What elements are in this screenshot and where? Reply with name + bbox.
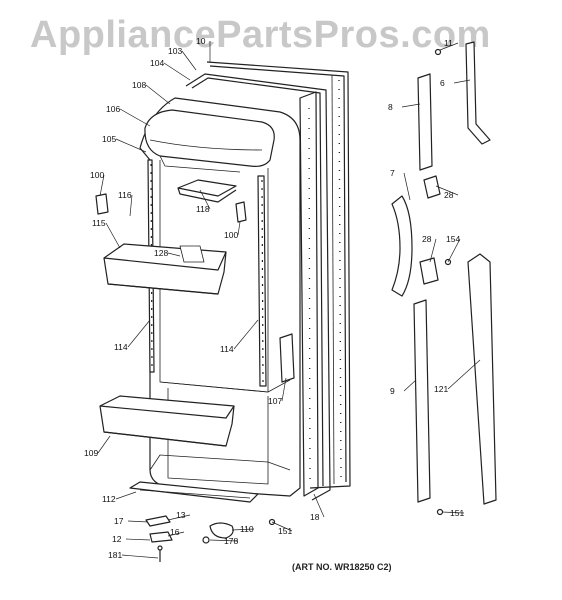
upper-door-bin: [103, 243, 227, 295]
callout-label: 11: [444, 38, 453, 48]
screws: [434, 48, 452, 516]
leader-line: [145, 84, 171, 105]
leader-line: [125, 538, 151, 541]
callout-label: 8: [388, 102, 393, 112]
callout-label: 28: [444, 190, 454, 200]
leader-line: [115, 138, 147, 153]
callout-label: 103: [168, 46, 182, 56]
leader-line: [435, 185, 459, 196]
callout-label: 105: [102, 134, 116, 144]
leader-line: [167, 531, 185, 537]
callout-label: 12: [112, 534, 122, 544]
shelf-brackets: [95, 193, 247, 223]
door-handle: [391, 195, 413, 297]
callout-label: 7: [390, 168, 395, 178]
leader-line: [403, 172, 411, 201]
leader-line: [167, 252, 181, 257]
handle-trim-upper: [417, 73, 433, 171]
leader-line: [237, 221, 241, 236]
callout-label: 178: [224, 536, 238, 546]
leader-line: [439, 42, 459, 51]
art-number: (ART NO. WR18250 C2): [292, 562, 392, 572]
leader-line: [163, 62, 191, 81]
callout-label: 118: [196, 204, 210, 214]
bottom-trim: [129, 481, 259, 503]
callout-label: 16: [170, 527, 180, 537]
callout-label: 13: [176, 510, 186, 520]
leader-line: [115, 491, 137, 500]
top-cover: [144, 109, 275, 173]
leader-line: [99, 174, 105, 197]
leader-line: [167, 514, 191, 521]
callout-label: 17: [114, 516, 124, 526]
leader-line: [271, 521, 293, 532]
handle-bracket-28-upper: [423, 175, 441, 199]
leader-lines: [97, 41, 481, 559]
callout-label: 116: [118, 190, 132, 200]
callout-label: 151: [450, 508, 464, 518]
leader-line: [119, 108, 151, 127]
leader-line: [129, 194, 133, 217]
callout-label: 110: [240, 524, 254, 534]
callout-label: 106: [106, 104, 120, 114]
leader-line: [105, 222, 121, 249]
callout-label: 181: [108, 550, 122, 560]
leader-line: [181, 50, 197, 71]
leader-line: [441, 511, 465, 514]
leader-line: [231, 528, 255, 531]
callout-label: 114: [114, 342, 128, 352]
callout-label: 18: [310, 512, 320, 522]
leader-line: [401, 103, 421, 108]
callout-label: 28: [422, 234, 432, 244]
watermark: AppliancePartsPros.com: [30, 14, 491, 56]
leader-line: [447, 238, 461, 263]
handle-bracket-28-lower: [419, 257, 439, 285]
leader-line: [429, 238, 437, 263]
callout-label: 107: [268, 396, 282, 406]
small-hardware: [145, 515, 276, 562]
leader-line: [313, 493, 325, 518]
callout-label: 100: [224, 230, 238, 240]
callout-label: 100: [90, 170, 104, 180]
callout-label: 6: [440, 78, 445, 88]
callout-label: 121: [434, 384, 448, 394]
callout-label: 9: [390, 386, 395, 396]
leader-line: [97, 435, 111, 454]
callout-label: 128: [154, 248, 168, 258]
leader-line: [127, 319, 151, 348]
door-gasket: [185, 73, 331, 501]
callout-label: 109: [84, 448, 98, 458]
lower-door-bin: [99, 395, 235, 447]
leader-line: [233, 319, 259, 350]
hinge-cover: [279, 333, 295, 383]
handle-trim-lower: [413, 299, 431, 503]
shelf-rails: [147, 159, 267, 387]
leader-line: [447, 359, 481, 390]
small-shelf: [177, 179, 237, 203]
leader-line: [453, 79, 471, 84]
leader-line: [127, 520, 149, 523]
handle-strip-121: [467, 253, 497, 505]
callout-label: 115: [92, 218, 106, 228]
leader-line: [403, 379, 417, 392]
handle-strip-6: [465, 41, 491, 145]
callout-label: 154: [446, 234, 460, 244]
leader-line: [209, 539, 239, 542]
callout-label: 108: [132, 80, 146, 90]
callout-label: 112: [102, 494, 116, 504]
leader-line: [281, 377, 287, 402]
callout-label: 104: [150, 58, 164, 68]
callout-label: 114: [220, 344, 234, 354]
callout-label: 151: [278, 526, 292, 536]
leader-line: [121, 554, 159, 559]
leader-line: [199, 189, 211, 210]
callout-label: 10: [196, 36, 206, 46]
